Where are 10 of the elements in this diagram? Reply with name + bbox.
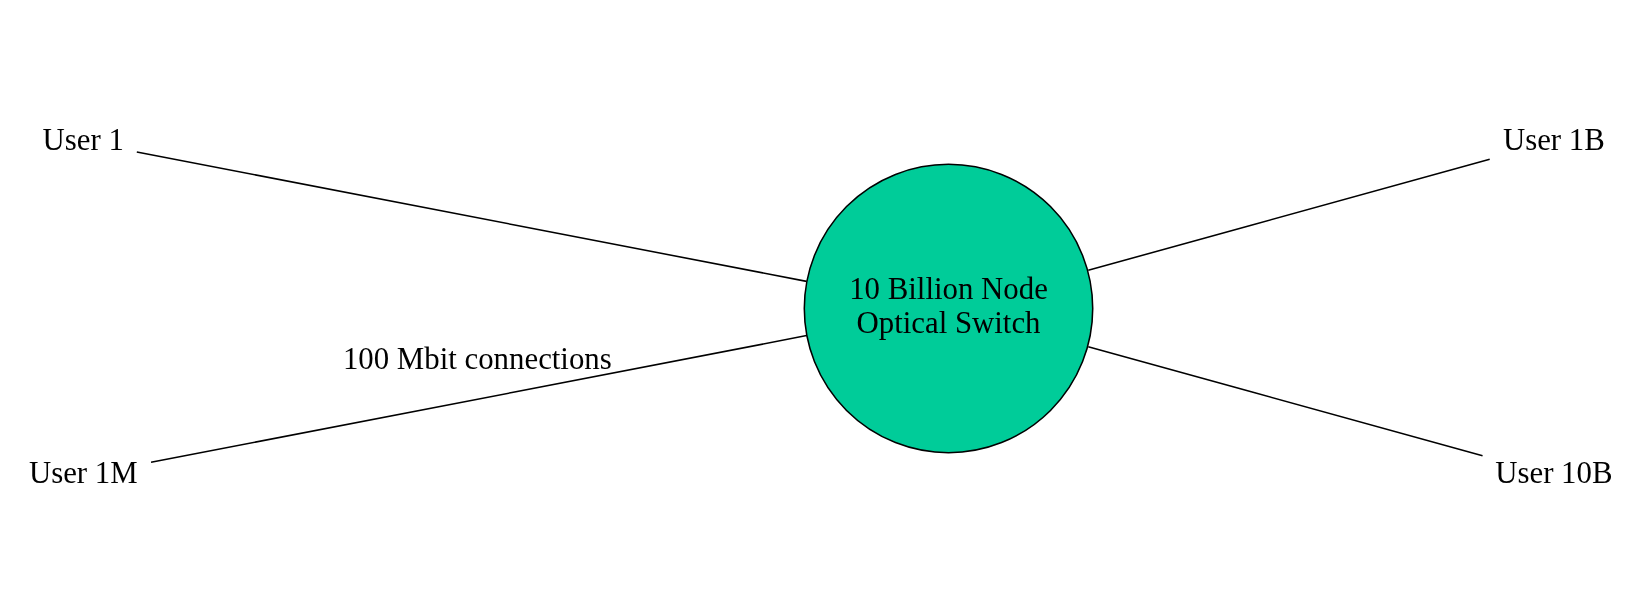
node-text: User 1M	[28, 455, 138, 490]
connector	[1087, 345, 1484, 457]
connector	[1087, 158, 1491, 271]
connector	[136, 150, 808, 282]
edge-label: 100 Mbit connections	[342, 341, 612, 376]
node-text: User 10B	[1495, 455, 1613, 490]
node-text: User 1B	[1502, 122, 1605, 157]
connector	[150, 334, 808, 463]
node-circle: 10 Billion Node Optical Switch	[803, 163, 1094, 453]
node-text: User 1	[42, 122, 124, 157]
